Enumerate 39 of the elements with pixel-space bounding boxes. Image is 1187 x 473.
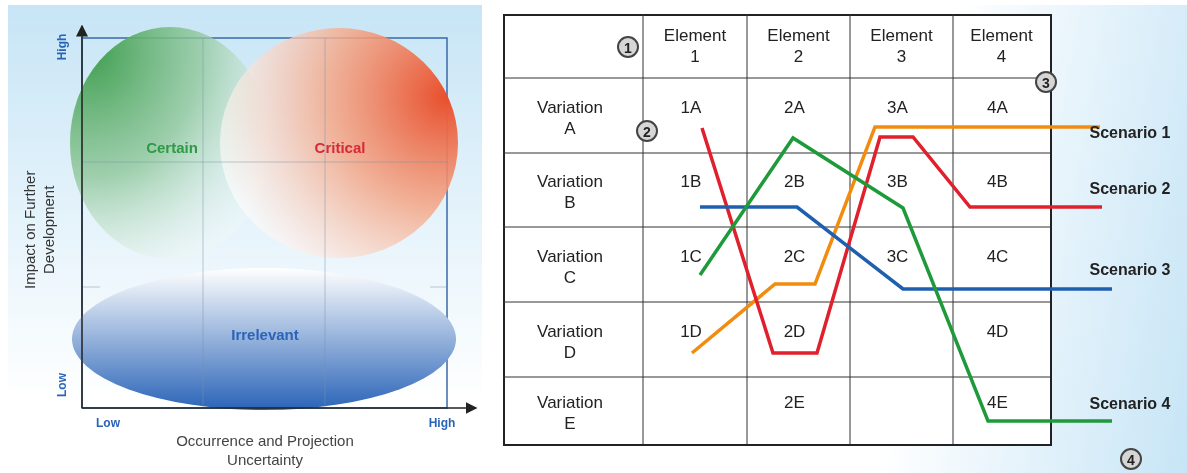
variation-code: 4A: [987, 96, 1008, 119]
axis-tick-label: Low: [54, 373, 70, 397]
row-header: Variation C: [536, 245, 604, 288]
axis-title: Impact on Further Development: [21, 169, 58, 292]
scenario-label: Scenario 4: [1089, 394, 1171, 414]
category-label: Certain: [146, 138, 198, 158]
variation-code: 2C: [783, 245, 806, 268]
variation-code: 4C: [986, 245, 1009, 268]
variation-code: 2A: [784, 96, 805, 119]
variation-code: 1B: [680, 171, 702, 193]
row-header: Variation B: [536, 170, 604, 214]
variation-code: 3C: [886, 245, 909, 268]
row-header: Variation E: [536, 391, 604, 434]
variation-code: 1C: [680, 245, 702, 268]
category-label: Irrelevant: [231, 325, 299, 345]
variation-code: 1A: [680, 96, 702, 119]
variation-code: 2E: [784, 391, 805, 414]
variation-code: 3B: [887, 171, 908, 193]
column-header: Element 3: [869, 24, 934, 68]
axis-title: Occurrence and Projection Uncertainty: [175, 432, 355, 470]
column-header: Element 1: [662, 24, 728, 68]
scenario-label: Scenario 1: [1089, 123, 1171, 143]
variation-code: 3A: [887, 96, 908, 119]
scenario-label: Scenario 2: [1089, 179, 1171, 199]
column-header: Element 4: [969, 24, 1034, 68]
scenario-label: Scenario 3: [1089, 260, 1171, 280]
variation-code: 2B: [784, 171, 805, 193]
category-label: Critical: [314, 138, 366, 158]
row-header: Variation A: [536, 96, 604, 139]
column-header: Element 2: [766, 24, 831, 68]
axis-tick-label: High: [54, 33, 70, 61]
axis-tick-label: High: [428, 415, 456, 431]
variation-code: 4D: [986, 320, 1009, 343]
axis-tick-label: Low: [96, 415, 120, 431]
variation-code: 2D: [783, 320, 806, 343]
variation-code: 4E: [987, 391, 1008, 414]
variation-code: 4B: [987, 171, 1008, 193]
row-header: Variation D: [536, 320, 604, 363]
variation-code: 1D: [680, 320, 702, 343]
